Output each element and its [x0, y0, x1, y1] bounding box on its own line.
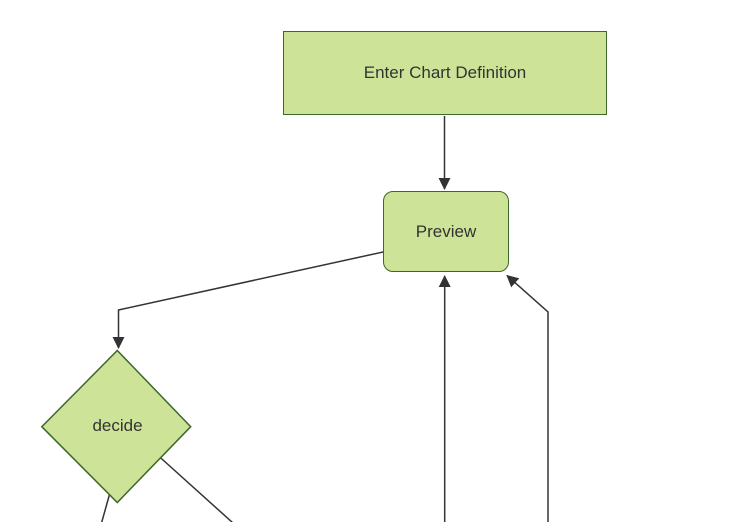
- node-decide-label: decide: [92, 416, 143, 435]
- edge-preview-to-decide: [112, 251, 384, 349]
- edge-offscreen-right-to-preview: [506, 274, 549, 522]
- node-preview-label: Preview: [415, 221, 477, 241]
- edge-decide-to-offscreen-left: [101, 494, 111, 522]
- node-enter-chart-definition: Enter Chart Definition: [283, 31, 607, 115]
- node-preview: Preview: [383, 191, 509, 272]
- node-decide-shape: [40, 349, 192, 504]
- node-enter-chart-definition-label: Enter Chart Definition: [363, 63, 527, 82]
- edge-decide-to-offscreen-right: [160, 457, 234, 522]
